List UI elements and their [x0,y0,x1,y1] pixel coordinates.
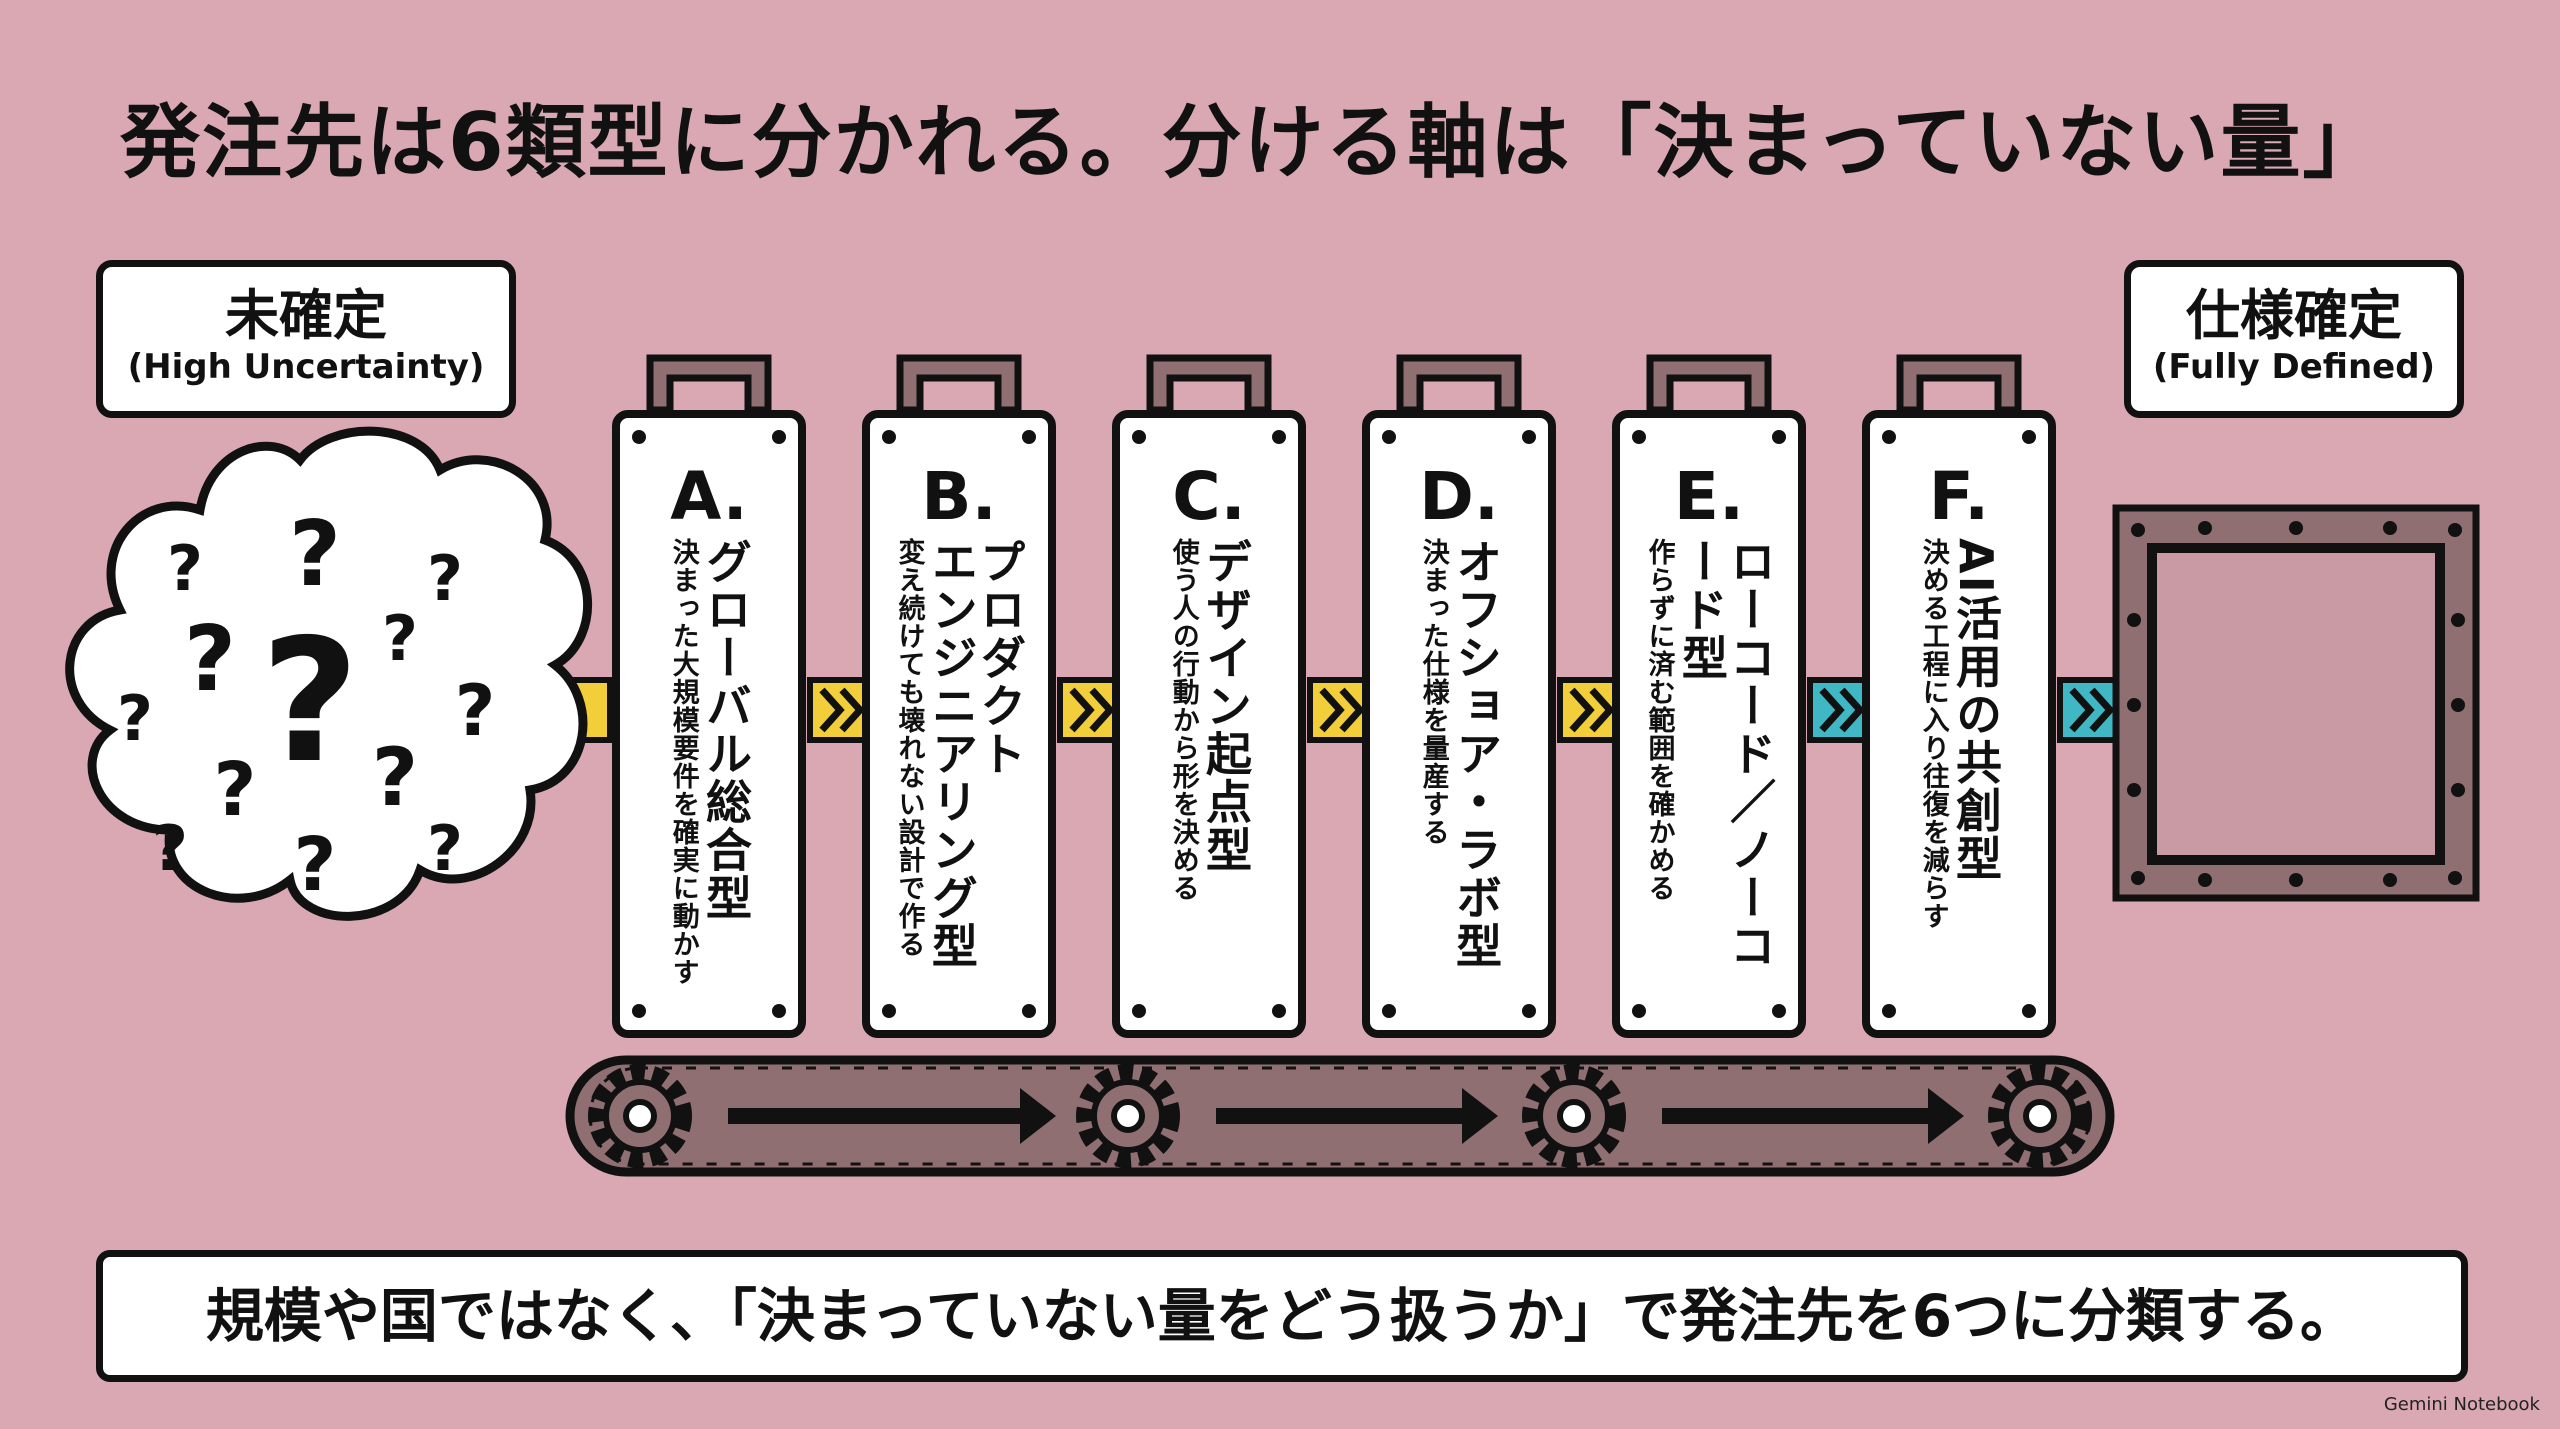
defined-label-jp: 仕様確定 [2186,284,2402,347]
module-description: 決まった大規模要件を確実に動かす [667,538,699,986]
rivet-icon [772,430,786,444]
module-letter: C. [1172,458,1246,535]
module-c: C.デザイン起点型使う人の行動から形を決める [1112,410,1306,1038]
svg-text:?: ? [372,731,418,824]
uncertainty-label-jp: 未確定 [225,284,387,347]
module-description: 変え続けても壊れない設計で作る [893,538,925,958]
module-name: デザイン起点型 [1198,538,1253,874]
module-name: AI活用の共創型 [1948,538,2003,883]
rivet-icon [1272,430,1286,444]
output-frame [2112,504,2480,902]
svg-text:?: ? [184,607,236,712]
svg-text:?: ? [427,542,463,615]
rivet-icon [1632,1004,1646,1018]
module-e: E.ローコード／ノーコード型作らずに済む範囲を確かめる [1612,410,1806,1038]
svg-text:?: ? [289,502,341,607]
defined-label: 仕様確定 (Fully Defined) [2124,260,2464,418]
module-name: グローバル総合型 [698,538,753,922]
rivet-icon [1272,1004,1286,1018]
rivet-icon [882,1004,896,1018]
svg-text:?: ? [427,812,463,885]
svg-text:?: ? [382,602,418,675]
gear-icon [588,1064,2092,1168]
module-description: 作らずに済む範囲を確かめる [1643,538,1675,902]
defined-label-en: (Fully Defined) [2152,347,2436,388]
summary-footer: 規模や国ではなく、「決まっていない量をどう扱うか」で発注先を6つに分類する。 [96,1250,2468,1382]
page-title: 発注先は6類型に分かれる。分ける軸は「決まっていない量」 [120,96,2385,189]
rivet-icon [1132,1004,1146,1018]
rivet-icon [1772,1004,1786,1018]
rivet-icon [1882,1004,1896,1018]
module-name: ローコード／ノーコード型 [1674,538,1778,970]
module-letter: B. [921,458,997,535]
module-f: F.AI活用の共創型決める工程に入り往復を減らす [1862,410,2056,1038]
conveyor-belt [565,1055,2115,1177]
module-description: 決まった仕様を量産する [1417,538,1449,846]
module-handles [646,354,2022,414]
module-description: 決める工程に入り往復を減らす [1917,538,1949,930]
rivet-icon [1382,1004,1396,1018]
watermark: Gemini Notebook [2383,1394,2540,1415]
rivet-icon [2022,1004,2036,1018]
rivet-icon [1132,430,1146,444]
pipe-chevron-icons [819,687,2115,733]
rivet-icon [772,1004,786,1018]
rivet-icon [2022,430,2036,444]
module-b: B.プロダクト エンジニアリング型変え続けても壊れない設計で作る [862,410,1056,1038]
rivet-icon [1632,430,1646,444]
module-letter: D. [1419,458,1499,535]
rivet-icon [1522,430,1536,444]
module-description: 使う人の行動から形を決める [1167,538,1199,902]
rivet-icon [1522,1004,1536,1018]
module-name: プロダクト エンジニアリング型 [924,538,1028,970]
module-letter: F. [1928,458,1990,535]
svg-text:?: ? [167,532,203,605]
module-letter: E. [1673,458,1745,535]
svg-text:?: ? [214,747,257,833]
arrow-right-icon [728,1088,1964,1144]
svg-text:?: ? [455,670,496,752]
rivet-icon [1772,430,1786,444]
rivet-icon [1382,430,1396,444]
rivet-icon [632,1004,646,1018]
rivet-icon [882,430,896,444]
module-a: A.グローバル総合型決まった大規模要件を確実に動かす [612,410,806,1038]
rivet-icon [1022,1004,1036,1018]
uncertainty-label-en: (High Uncertainty) [127,347,485,388]
svg-text:?: ? [261,603,360,801]
svg-text:?: ? [152,812,188,885]
rivet-icon [632,430,646,444]
svg-text:?: ? [117,682,153,755]
module-d: D.オフショア・ラボ型決まった仕様を量産する [1362,410,1556,1038]
question-cloud-icon: ? ? ? ? ? ? ? ? ? ? ? ? ? [65,426,592,921]
rivet-icon [1022,430,1036,444]
svg-text:?: ? [294,822,337,908]
module-name: オフショア・ラボ型 [1448,538,1503,970]
rivet-icon [1882,430,1896,444]
module-letter: A. [670,458,748,535]
uncertainty-label: 未確定 (High Uncertainty) [96,260,516,418]
